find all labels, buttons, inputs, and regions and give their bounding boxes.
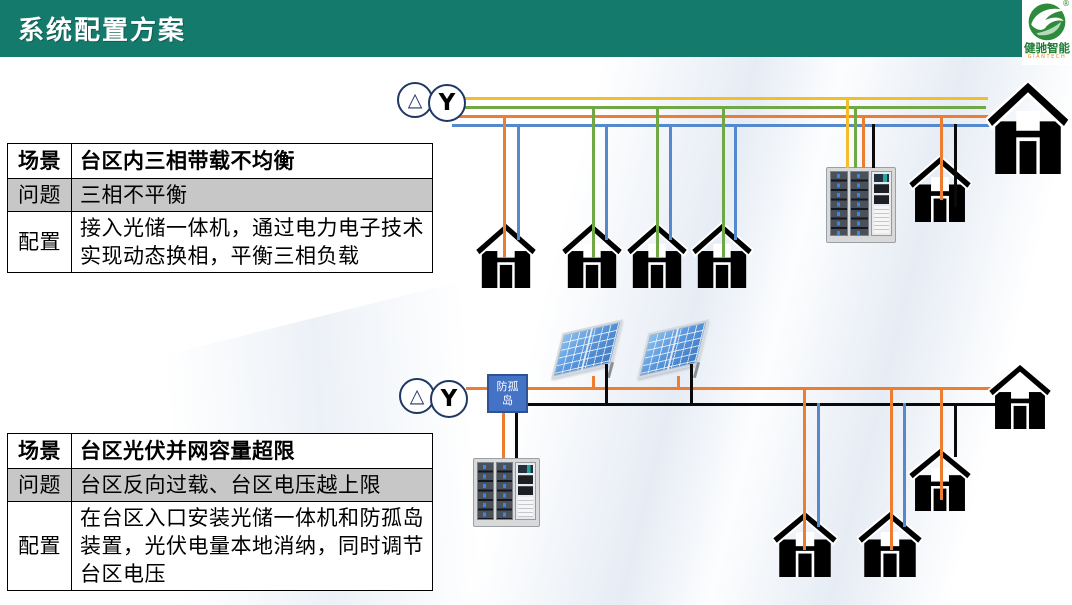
control-rack: [870, 171, 893, 236]
drop-black: [872, 124, 875, 168]
row-value: 三相不平衡: [71, 178, 433, 212]
drop-orange: [803, 387, 806, 550]
drop-blue: [517, 124, 520, 240]
bus-orange: [466, 387, 993, 390]
anti-islanding-label: 防孤: [496, 380, 519, 394]
drop-black: [954, 403, 957, 457]
house-icon: [988, 363, 1052, 429]
transformer-wye-icon: Y: [430, 380, 468, 418]
row-value: 接入光储一体机，通过电力电子技术实现动态换相，平衡三相负载: [71, 211, 433, 273]
rack-vents: [873, 206, 890, 233]
row-label: 问题: [7, 178, 72, 212]
house-icon: [475, 222, 537, 288]
house-icon: [986, 80, 1070, 174]
rack-unit: [873, 184, 890, 193]
drop-orange: [677, 376, 680, 388]
table-row: 问题 三相不平衡: [7, 178, 433, 212]
row-label: 问题: [7, 468, 72, 502]
drop-orange: [940, 387, 943, 500]
anti-islanding-label: 岛: [502, 393, 513, 407]
registered-mark: ®: [1062, 0, 1070, 8]
drop-blue: [817, 403, 820, 527]
transformer-wye-icon: Y: [428, 84, 466, 122]
battery-column: [830, 171, 849, 236]
bus-yellow: [458, 97, 988, 100]
header-bar: 系统配置方案: [0, 0, 1072, 57]
wye-symbol: Y: [440, 385, 458, 412]
row-label: 场景: [7, 433, 72, 469]
scenario-table-bottom: 场景 台区光伏并网容量超限 问题 台区反向过载、台区电压越上限 配置 在台区入口…: [7, 433, 433, 591]
drop-black: [515, 412, 518, 458]
battery-column: [477, 462, 495, 520]
rack-display: [518, 465, 533, 473]
drop-blue: [669, 124, 672, 240]
drop-yellow: [846, 97, 849, 168]
table-row: 配置 在台区入口安装光储一体机和防孤岛装置，光伏电量本地消纳，同时调节台区电压: [7, 501, 433, 591]
solar-panel-icon: [634, 319, 714, 382]
solar-panel-icon: [548, 319, 628, 382]
bus-orange: [458, 115, 993, 118]
row-value: 在台区入口安装光储一体机和防孤岛装置，光伏电量本地消纳，同时调节台区电压: [71, 501, 433, 591]
logo-subbrand-text: GIANTECH: [1027, 54, 1067, 61]
table-row: 场景 台区内三相带载不均衡: [7, 143, 433, 179]
drop-black: [954, 124, 957, 207]
table-row: 问题 台区反向过载、台区电压越上限: [7, 468, 433, 502]
panel-face: [637, 319, 709, 379]
drop-blue: [903, 403, 906, 527]
drop-blue: [734, 124, 737, 240]
drop-orange: [503, 115, 506, 258]
drop-black: [690, 364, 693, 405]
company-logo: ® 健驰智能 GIANTECH: [1022, 0, 1072, 65]
rack-display: [873, 174, 890, 182]
drop-orange: [862, 115, 865, 168]
slide-title: 系统配置方案: [18, 16, 187, 46]
drop-green: [592, 106, 595, 258]
rack-unit: [518, 475, 533, 484]
drop-orange: [890, 387, 893, 550]
table-row: 配置 接入光储一体机，通过电力电子技术实现动态换相，平衡三相负载: [7, 211, 433, 273]
anti-islanding-box: 防孤 岛: [487, 374, 528, 413]
storage-cabinet-icon: [826, 167, 896, 243]
control-rack: [515, 462, 536, 520]
table-row: 场景 台区光伏并网容量超限: [7, 433, 433, 469]
delta-symbol: △: [409, 384, 425, 407]
battery-column: [850, 171, 869, 236]
row-label: 场景: [7, 143, 72, 179]
row-value: 台区内三相带载不均衡: [71, 143, 433, 179]
battery-column: [496, 462, 514, 520]
row-value: 台区反向过载、台区电压越上限: [71, 468, 433, 502]
drop-orange: [502, 412, 505, 458]
drop-black: [605, 364, 608, 405]
drop-green: [722, 106, 725, 258]
drop-orange: [940, 115, 943, 200]
wye-symbol: Y: [438, 89, 456, 116]
row-label: 配置: [7, 211, 72, 273]
bus-black: [500, 403, 1000, 406]
logo-brand-text: 健驰智能: [1024, 41, 1070, 55]
rack-unit: [873, 195, 890, 204]
drop-green: [854, 106, 857, 168]
drop-green: [656, 106, 659, 258]
row-value: 台区光伏并网容量超限: [71, 433, 433, 469]
delta-symbol: △: [407, 88, 423, 111]
storage-cabinet-icon: [473, 458, 540, 527]
logo-bird-icon: ®: [1025, 0, 1070, 42]
drop-orange: [592, 376, 595, 388]
row-label: 配置: [7, 501, 72, 591]
scenario-table-top: 场景 台区内三相带载不均衡 问题 三相不平衡 配置 接入光储一体机，通过电力电子…: [7, 143, 433, 273]
rack-vents: [518, 497, 533, 517]
rack-unit: [518, 486, 533, 495]
panel-face: [551, 319, 623, 379]
drop-blue: [605, 124, 608, 240]
